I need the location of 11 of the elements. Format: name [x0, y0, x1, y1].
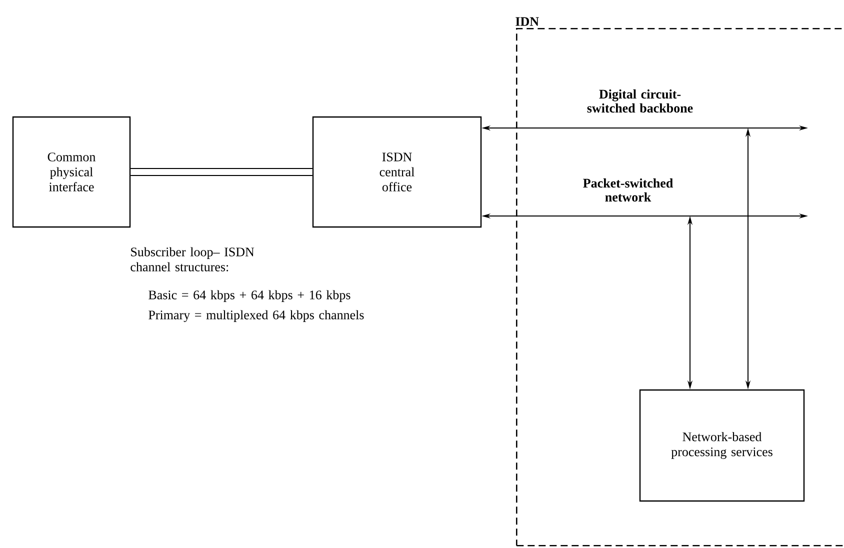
edge-label: Packet-switched network [583, 178, 673, 202]
double-line [130, 168, 312, 176]
dashed-region [516, 28, 844, 546]
region-heading: IDN [516, 17, 539, 26]
process-box: ISDN central office [312, 116, 482, 228]
edge-label: Digital circuit-switched backbone [587, 89, 693, 113]
note-text: Basic = 64 kbps + 64 kbps + 16 kbps [148, 290, 350, 302]
process-box: Common physical interface [12, 116, 131, 228]
note-text: Subscriber loop– ISDN channel structures: [130, 247, 254, 272]
process-box: Network-based processing services [639, 389, 805, 502]
note-text: Primary = multiplexed 64 kbps channels [148, 310, 364, 322]
